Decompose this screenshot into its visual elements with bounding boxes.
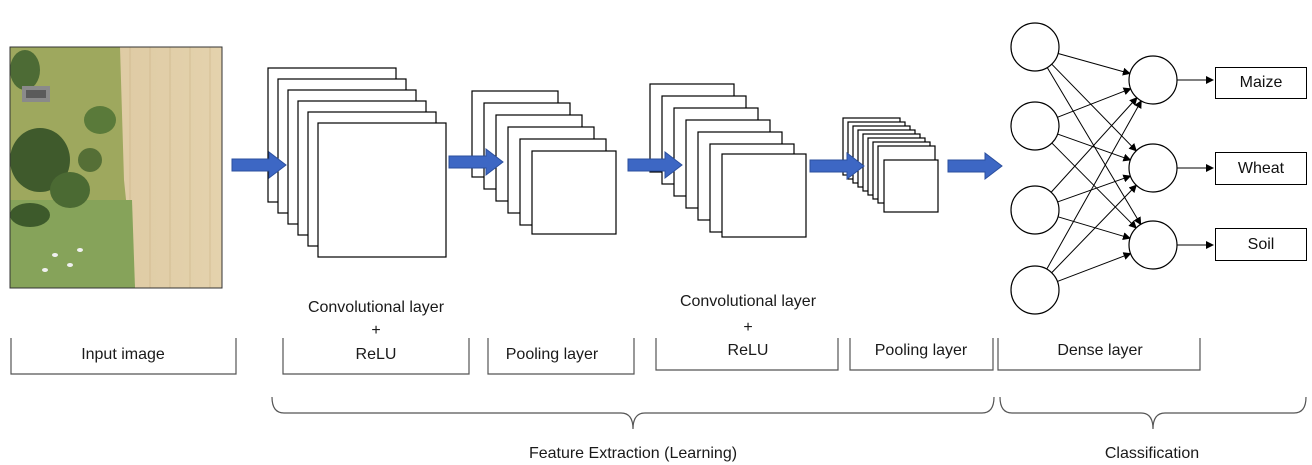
brackets [10,338,1307,430]
flow-arrow-2 [448,147,504,177]
input-image-label: Input image [81,346,165,363]
pool2-label: Pooling layer [874,342,968,359]
flow-arrow-4 [809,151,865,181]
flow-arrow-3 [627,150,683,180]
input-node-4 [1010,265,1060,315]
stage-bracket-3 [487,338,635,375]
stage-bracket-1 [10,338,237,375]
input-image [9,46,223,289]
flow-arrow-1 [231,150,287,180]
flow-arrows [231,147,1003,181]
stage-bracket-4 [655,338,839,371]
input-node-3 [1010,185,1060,235]
output-node-2 [1128,143,1178,193]
stage-bracket-2 [282,338,470,375]
conv1-label-plus: + [371,322,381,339]
conv-layer-2-stack [649,83,807,238]
input-node-1 [1010,22,1060,72]
stage-bracket-5 [849,338,994,371]
pooling-layer-2-stack [842,117,939,213]
conv1-label-line2: ReLU [355,346,397,363]
flow-arrow-5 [947,151,1003,181]
conv1-label-line1: Convolutional layer [307,299,445,316]
class-box-soil: Soil [1215,228,1307,261]
dense-nodes [1010,22,1178,315]
feature-extraction-brace [271,396,995,430]
output-node-1 [1128,55,1178,105]
dense-connections [1046,52,1214,282]
dense-edge-2-1 [1057,87,1132,118]
dense-edge-1-1 [1057,52,1131,76]
output-node-3 [1128,220,1178,270]
class-box-maize: Maize [1215,67,1307,99]
stage-bracket-6 [997,338,1201,371]
dense-edge-4-2 [1051,184,1138,274]
input-node-2 [1010,101,1060,151]
dense-edge-2-2 [1057,133,1132,162]
classification-brace [999,396,1307,430]
pooling-layer-1-stack [471,90,617,235]
dense-edge-4-3 [1057,252,1132,282]
dense-edge-3-2 [1057,174,1132,203]
dense-edge-3-1 [1050,97,1138,193]
dense-edge-4-1 [1046,100,1142,270]
conv2-label-line1: Convolutional layer [679,293,817,310]
dense-edge-3-3 [1057,216,1131,241]
dense-edge-1-3 [1046,67,1142,226]
conv2-label-plus: + [743,319,753,336]
dense-label: Dense layer [1057,342,1143,359]
classification-label: Classification [1104,445,1200,462]
conv2-label-line2: ReLU [727,342,769,359]
conv-layer-1-stack [267,67,447,258]
class-box-wheat: Wheat [1215,152,1307,185]
dense-edge-1-2 [1051,63,1137,152]
feature-extraction-label: Feature Extraction (Learning) [528,445,738,462]
pool1-label: Pooling layer [505,346,599,363]
